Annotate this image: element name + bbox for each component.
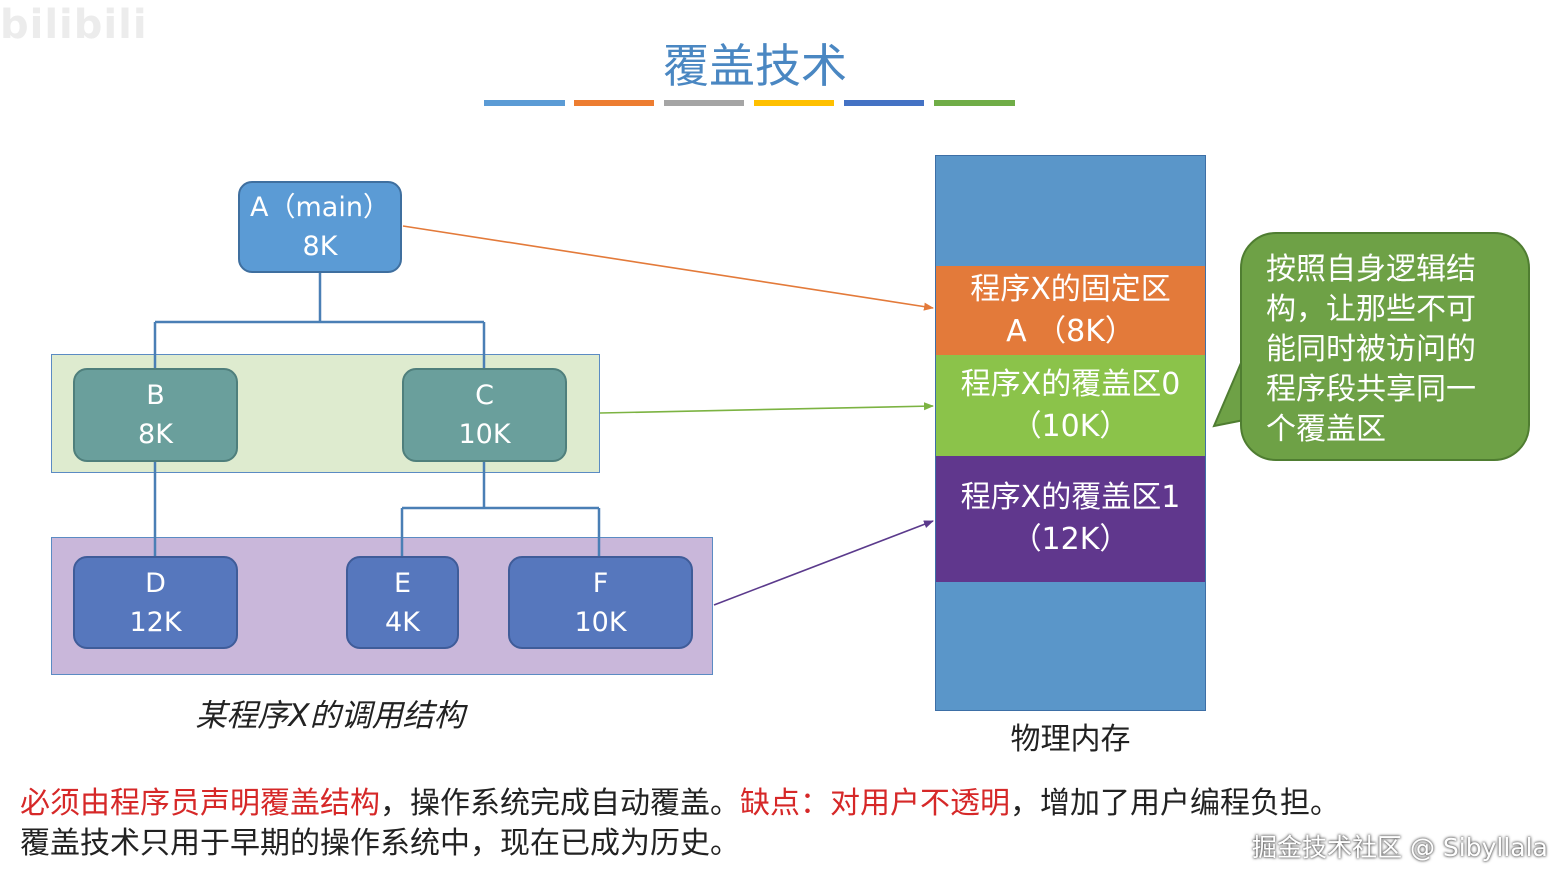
node-d: D 12K [73,556,238,649]
arrow-a-to-fixed-area [402,225,934,311]
callout-line: 能同时被访问的 [1266,332,1476,367]
overlay0-size: （10K） [1011,408,1130,444]
node-d-size: 12K [129,606,182,638]
title-bar-green [934,100,1015,106]
node-e-name: E [393,567,412,599]
arrow-group1-to-overlay1 [713,520,934,606]
node-a-name: A（main） [250,192,390,223]
memory-overlay-area-1: 程序X的覆盖区1 （12K） [935,456,1206,582]
node-f: F 10K [508,556,693,649]
node-f-name: F [592,567,609,599]
summary-line-1: 必须由程序员声明覆盖结构，操作系统完成自动覆盖。缺点：对用户不透明，增加了用户编… [20,778,1340,822]
node-b: B 8K [73,368,238,462]
drawback-text: 缺点：对用户不透明 [740,786,1010,821]
watermark: 掘金技术社区 @ Sibyllala [1252,833,1548,862]
physical-memory-caption: 物理内存 [1010,722,1131,757]
callout-line: 个覆盖区 [1266,412,1386,447]
node-b-size: 8K [138,419,173,450]
edge-a-to-bc [153,273,486,368]
fixed-area-label: 程序X的固定区 [970,271,1171,307]
node-c-size: 10K [458,419,511,450]
memory-bottom-free [935,582,1206,711]
memory-fixed-area: 程序X的固定区 A （8K） [935,266,1206,355]
memory-overlay-area-0: 程序X的覆盖区0 （10K） [935,355,1206,456]
auto-overlay-text: ，操作系统完成自动覆盖。 [380,786,740,821]
arrow-group0-to-overlay0 [599,402,934,414]
callout-line: 按照自身逻辑结 [1266,252,1476,287]
burden-text: ，增加了用户编程负担。 [1010,786,1340,821]
title-bar-navy [844,100,924,106]
node-d-name: D [145,567,166,599]
overlay0-label: 程序X的覆盖区0 [960,366,1181,402]
node-f-size: 10K [574,606,627,638]
title-bar-gold [754,100,834,106]
fixed-area-size: A （8K） [1006,313,1135,349]
requirement-text: 必须由程序员声明覆盖结构 [20,786,380,821]
title-bar-orange [574,100,654,106]
edge-c-to-ef [400,462,601,556]
overlay-explanation-callout: 按照自身逻辑结 构，让那些不可 能同时被访问的 程序段共享同一 个覆盖区 [1240,232,1530,461]
memory-top-free [935,155,1206,266]
callout-line: 程序段共享同一 [1266,372,1476,407]
overlay1-label: 程序X的覆盖区1 [960,480,1181,515]
node-a-main: A（main） 8K [238,181,402,273]
title-bar-blue [484,100,565,106]
overlay1-size: （12K） [1011,522,1130,557]
callout-line: 构，让那些不可 [1266,292,1476,327]
summary-line-2: 覆盖技术只用于早期的操作系统中，现在已成为历史。 [20,826,740,861]
slide-title: 覆盖技术 [663,39,847,93]
bilibili-logo: bilibili [0,2,148,48]
node-a-size: 8K [302,231,338,262]
call-structure-caption: 某程序X的调用结构 [195,698,465,734]
node-c: C 10K [402,368,567,462]
node-e-size: 4K [385,606,420,638]
node-b-name: B [146,380,165,411]
title-bar-gray [664,100,744,106]
node-c-name: C [475,380,494,411]
node-e: E 4K [346,556,459,649]
